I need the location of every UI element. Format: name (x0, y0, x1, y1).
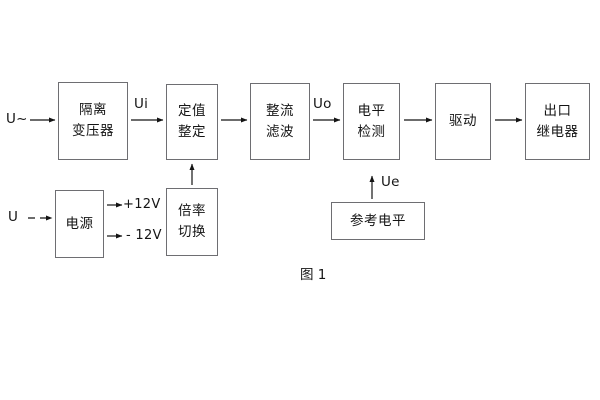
label-signal-ue: Ue (381, 174, 400, 190)
label-supply-plus-12v: +12V (123, 197, 161, 212)
label-signal-ui: Ui (134, 96, 149, 112)
label-supply-minus-12v: - 12V (126, 228, 162, 243)
block-line: 倍率 (178, 203, 206, 220)
block-line: 继电器 (536, 123, 579, 140)
block-line: 检测 (357, 123, 386, 140)
block-rectify-filter: 整流 滤波 (250, 83, 310, 160)
block-line: 整流 (266, 102, 294, 119)
block-line: 隔离 (79, 102, 107, 119)
block-line: 电平 (357, 102, 386, 119)
block-line: 切换 (178, 224, 206, 240)
block-multiplier-switch: 倍率 切换 (166, 188, 218, 256)
block-reference-level: 参考电平 (331, 202, 425, 240)
block-drive: 驱动 (435, 83, 491, 160)
block-setting-value: 定值 整定 (166, 84, 218, 160)
block-line: 变压器 (72, 123, 114, 139)
block-output-relay: 出口 继电器 (525, 83, 590, 160)
block-line: 出口 (543, 102, 572, 119)
block-line: 参考电平 (350, 212, 406, 229)
block-line: 滤波 (266, 123, 294, 140)
label-input-u-ac: U~ (6, 111, 28, 127)
label-input-u-dc: U (8, 209, 19, 225)
block-line: 定值 (178, 103, 206, 120)
block-isolation-transformer: 隔离 变压器 (58, 82, 128, 160)
figure-caption: 图 1 (300, 267, 327, 283)
block-line: 驱动 (449, 113, 477, 130)
label-signal-uo: Uo (313, 96, 332, 112)
block-line: 电源 (65, 215, 94, 232)
block-level-detection: 电平 检测 (343, 83, 400, 160)
block-power-supply: 电源 (55, 190, 104, 258)
block-line: 整定 (178, 124, 206, 140)
